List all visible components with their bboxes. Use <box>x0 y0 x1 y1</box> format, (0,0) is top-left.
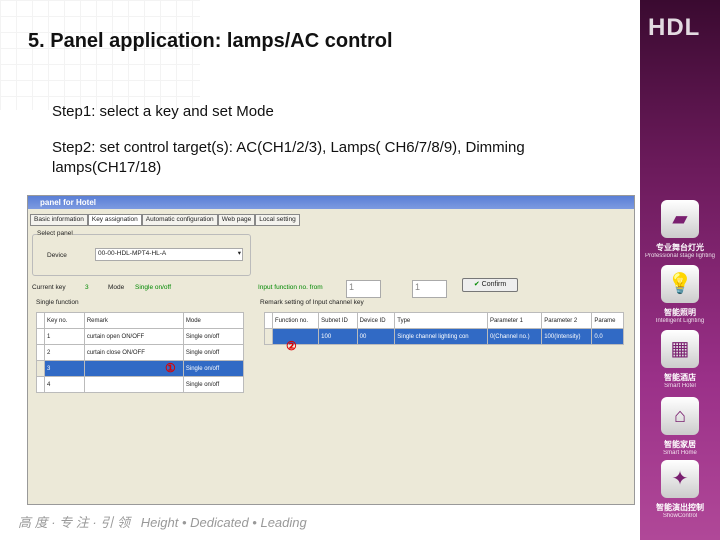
from-input[interactable]: 1 <box>346 280 381 298</box>
check-icon: ✔ <box>473 281 480 288</box>
slide-title: 5. Panel application: lamps/AC control <box>28 30 393 52</box>
home-icon: ⌂ <box>661 397 699 435</box>
tab-web-page[interactable]: Web page <box>217 214 256 226</box>
tab-auto-config[interactable]: Automatic configuration <box>141 214 218 226</box>
bulb-icon: 💡 <box>661 265 699 303</box>
marker-1: ① <box>165 361 176 375</box>
confirm-button[interactable]: ✔ Confirm <box>462 278 518 292</box>
chevron-down-icon: ▾ <box>237 250 241 257</box>
background-grid <box>0 0 200 110</box>
tab-bar: Basic information Key assignation Automa… <box>30 214 300 226</box>
stage-lighting-icon: ▰ <box>661 200 699 238</box>
tab-basic[interactable]: Basic information <box>30 214 88 226</box>
footer-slogan: 高 度 · 专 注 · 引 领 Height • Dedicated • Lea… <box>18 515 307 530</box>
device-select[interactable]: 00-00-HDL-MPT4-HL-A▾ <box>95 248 243 261</box>
hdl-logo: HDL <box>648 14 701 41</box>
show-control-icon: ✦ <box>661 460 699 498</box>
tab-local-setting[interactable]: Local setting <box>255 214 300 226</box>
tab-key-assignation[interactable]: Key assignation <box>87 214 142 226</box>
hotel-icon: ▦ <box>661 330 699 368</box>
step1-text: Step1: select a key and set Mode <box>52 103 274 120</box>
to-input[interactable]: 1 <box>412 280 447 298</box>
marker-2: ② <box>286 339 297 353</box>
app-window: panel for Hotel Basic information Key as… <box>27 195 635 505</box>
step2-text: Step2: set control target(s): AC(CH1/2/3… <box>52 139 525 176</box>
select-panel-group: Select panel Device 00-00-HDL-MPT4-HL-A▾ <box>32 230 251 276</box>
window-title: panel for Hotel <box>28 196 634 209</box>
